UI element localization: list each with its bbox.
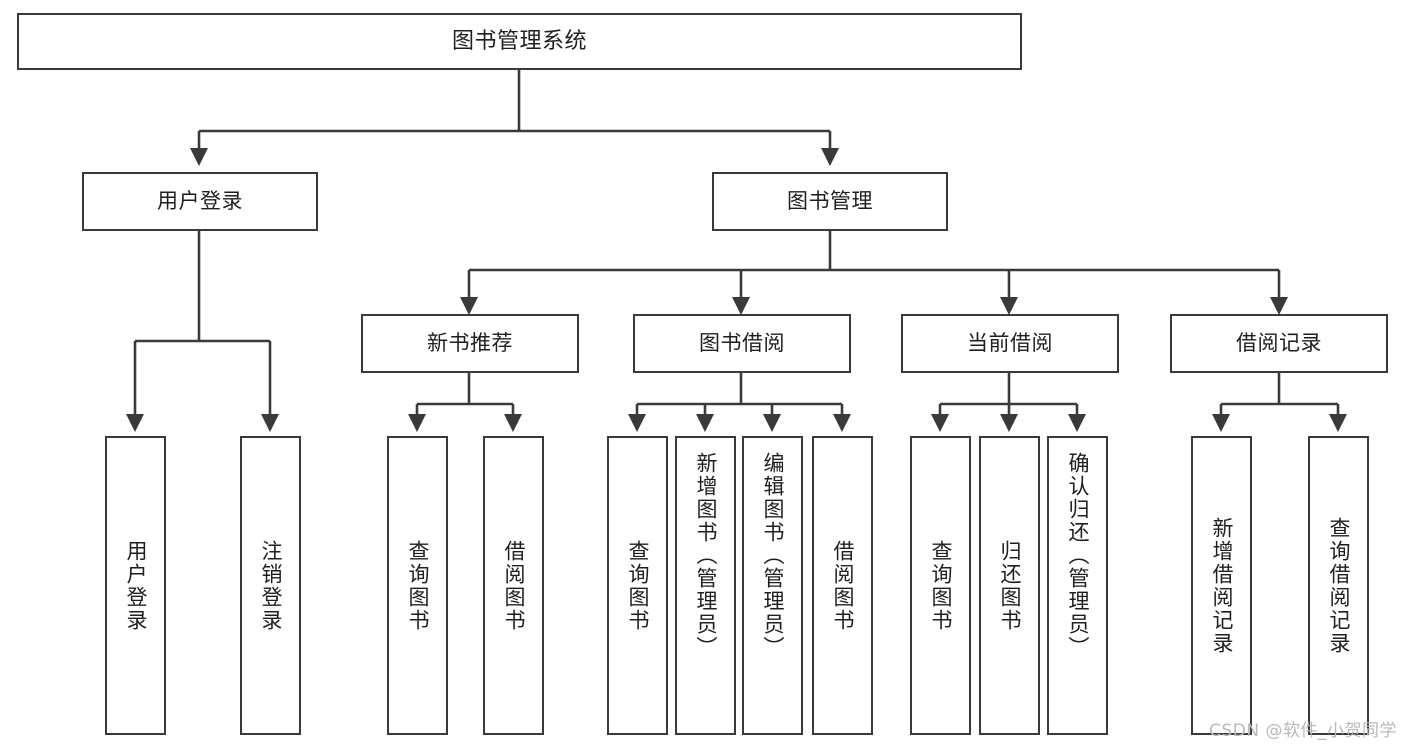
node-label: 当前借阅 xyxy=(967,331,1053,356)
node-label: 用户登录 xyxy=(157,189,243,214)
node-label: 查询图书 xyxy=(625,539,650,632)
node-label: 查询图书 xyxy=(928,539,953,632)
node-leaf-query-book-borrow[interactable]: 查询图书 xyxy=(607,436,668,735)
node-leaf-add-book-admin[interactable]: 新增图书（管理员） xyxy=(675,436,736,735)
node-book-management[interactable]: 图书管理 xyxy=(712,172,948,231)
node-leaf-borrow-book-newbook[interactable]: 借阅图书 xyxy=(483,436,544,735)
node-label: 借阅图书 xyxy=(501,539,526,632)
node-label: 新增借阅记录 xyxy=(1209,516,1234,655)
node-leaf-query-borrow-record[interactable]: 查询借阅记录 xyxy=(1308,436,1369,735)
node-leaf-query-book-current[interactable]: 查询图书 xyxy=(910,436,971,735)
node-new-book-recommendation[interactable]: 新书推荐 xyxy=(361,314,579,373)
node-book-borrow[interactable]: 图书借阅 xyxy=(633,314,851,373)
node-leaf-edit-book-admin[interactable]: 编辑图书（管理员） xyxy=(742,436,803,735)
node-user-login[interactable]: 用户登录 xyxy=(82,172,318,231)
node-label: 查询图书 xyxy=(405,539,430,632)
node-label: 注销登录 xyxy=(258,539,283,632)
node-label: 新书推荐 xyxy=(427,331,513,356)
node-label: 借阅图书 xyxy=(830,539,855,632)
node-leaf-borrow-book[interactable]: 借阅图书 xyxy=(812,436,873,735)
node-borrow-record[interactable]: 借阅记录 xyxy=(1170,314,1388,373)
node-label: 查询借阅记录 xyxy=(1326,516,1351,655)
node-leaf-logout[interactable]: 注销登录 xyxy=(240,436,301,735)
node-label: 归还图书 xyxy=(997,539,1022,632)
node-current-borrow[interactable]: 当前借阅 xyxy=(901,314,1119,373)
node-leaf-query-book-newbook[interactable]: 查询图书 xyxy=(387,436,448,735)
node-label: 编辑图书（管理员） xyxy=(760,452,785,659)
node-label: 借阅记录 xyxy=(1236,331,1322,356)
node-label: 确认归还（管理员） xyxy=(1065,452,1090,659)
node-label: 图书借阅 xyxy=(699,331,785,356)
node-label: 新增图书（管理员） xyxy=(693,452,718,659)
node-label: 图书管理 xyxy=(787,189,873,214)
node-leaf-user-login[interactable]: 用户登录 xyxy=(105,436,166,735)
node-label: 用户登录 xyxy=(123,539,148,632)
node-label: 图书管理系统 xyxy=(451,28,587,54)
node-root-book-management-system[interactable]: 图书管理系统 xyxy=(17,13,1022,70)
watermark: CSDN @软件_小贺同学 xyxy=(1209,721,1397,741)
node-leaf-add-borrow-record[interactable]: 新增借阅记录 xyxy=(1191,436,1252,735)
node-leaf-confirm-return-admin[interactable]: 确认归还（管理员） xyxy=(1047,436,1108,735)
node-leaf-return-book[interactable]: 归还图书 xyxy=(979,436,1040,735)
